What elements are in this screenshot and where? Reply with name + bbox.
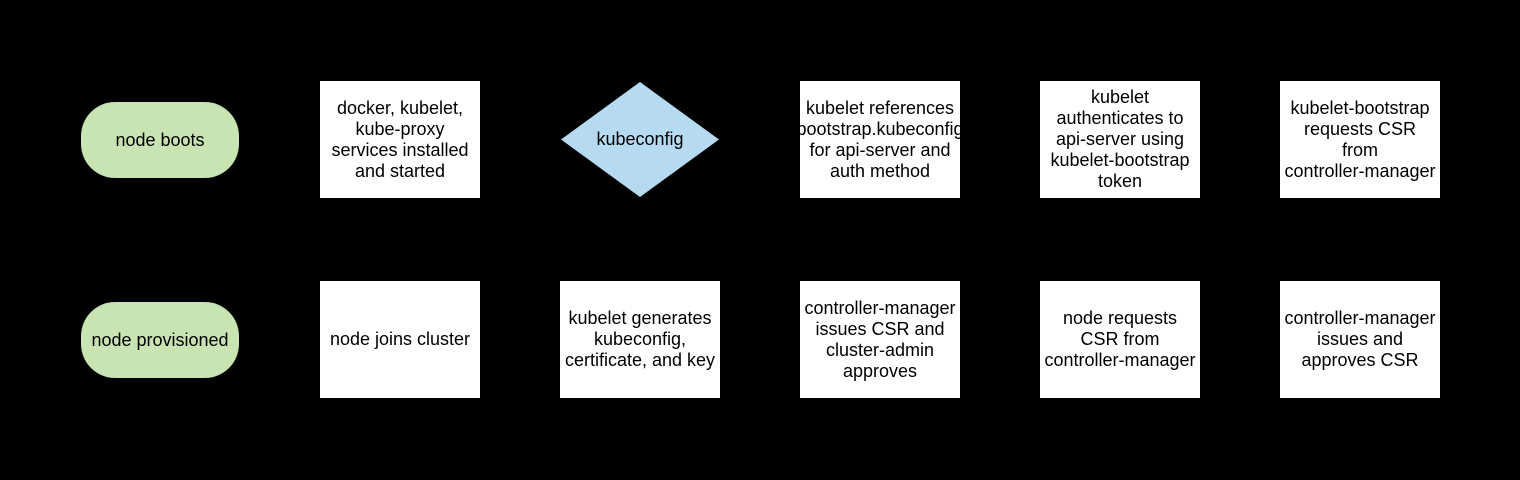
process-node-joins-cluster: node joins cluster <box>320 281 480 398</box>
process-services-installed: docker, kubelet, kube-proxy services ins… <box>320 81 480 198</box>
node-label: kubelet generates kubeconfig, certificat… <box>564 308 716 370</box>
process-controller-manager-approves-csr: controller-manager issues and approves C… <box>1280 281 1440 398</box>
node-label: node requests CSR from controller-manage… <box>1044 308 1196 370</box>
process-kubelet-generates-kubeconfig: kubelet generates kubeconfig, certificat… <box>560 281 720 398</box>
terminal-node-boots: node boots <box>81 102 239 178</box>
process-kubelet-references-bootstrap-kubeconfig: kubelet references bootstrap.kubeconfig … <box>800 81 960 198</box>
node-label: node joins cluster <box>329 329 471 349</box>
process-kubelet-authenticates: kubelet authenticates to api-server usin… <box>1040 81 1200 198</box>
process-controller-manager-issues-csr: controller-manager issues CSR and cluste… <box>800 281 960 398</box>
node-label: kubelet authenticates to api-server usin… <box>1050 87 1190 191</box>
node-label: node provisioned <box>91 329 229 350</box>
node-label: controller-manager issues and approves C… <box>1284 308 1436 370</box>
decision-kubeconfig: kubeconfig <box>561 82 719 197</box>
node-label: kubelet references bootstrap.kubeconfig … <box>800 97 960 181</box>
node-label: kubeconfig <box>596 129 684 149</box>
process-kubelet-bootstrap-requests-csr: kubelet-bootstrap requests CSR from cont… <box>1280 81 1440 198</box>
terminal-node-provisioned: node provisioned <box>81 302 239 378</box>
node-label: controller-manager issues CSR and cluste… <box>804 297 956 381</box>
node-label: kubelet-bootstrap requests CSR from cont… <box>1284 97 1436 181</box>
node-label: node boots <box>115 129 205 150</box>
process-node-requests-csr: node requests CSR from controller-manage… <box>1040 281 1200 398</box>
node-label: docker, kubelet, kube-proxy services ins… <box>331 97 469 181</box>
